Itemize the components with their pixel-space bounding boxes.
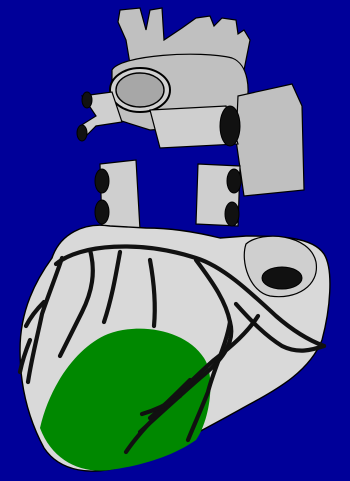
pulmonary-veins-left	[95, 160, 140, 230]
pulmonary-trunk	[236, 84, 304, 196]
aorta-lumen	[116, 73, 164, 107]
vena-cava-lumen	[220, 106, 240, 146]
pulmonary-veins-right	[196, 164, 241, 226]
